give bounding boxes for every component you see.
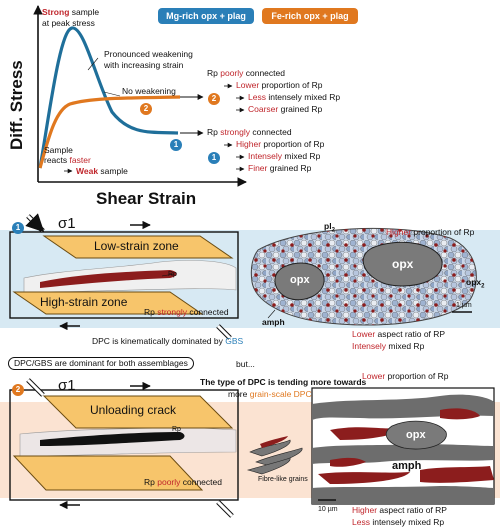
weakening-label-1: Pronounced weakening	[104, 49, 193, 59]
note-arrows	[64, 83, 245, 174]
panel2-rp-label: Rp	[172, 426, 181, 433]
fibre-like-grains	[246, 436, 303, 475]
weakening-label-2: with increasing strain	[104, 60, 184, 70]
no-weakening-label: No weakening	[122, 86, 176, 96]
but-label: but...	[236, 359, 255, 369]
panel2-badge: 2	[12, 384, 24, 396]
weakening-leader	[87, 57, 99, 71]
panel1-badge: 1	[12, 222, 24, 234]
y-axis-label: Diff. Stress	[7, 60, 26, 150]
panel1-sigma: σ1	[58, 215, 76, 232]
high-strain-block	[12, 291, 204, 315]
panel2-sample-box	[9, 389, 239, 501]
fe-note-4: Coarser grained Rp	[248, 104, 323, 114]
panel1-opx-large	[362, 241, 443, 287]
panel1-rp-label: Rp	[168, 271, 177, 278]
graph-badge-1: 1	[170, 139, 182, 151]
panel2-connected: Rp poorly connected	[144, 477, 222, 487]
panel2-higher-note: Higher aspect ratio of RP	[352, 505, 447, 515]
panel2-dpc-line2: more grain-scale DPC	[228, 389, 312, 399]
fibre-grains-label: Fibre-like grains	[258, 476, 308, 483]
panel1-rp-band	[40, 270, 177, 288]
fe-note-badge: 2	[208, 93, 220, 105]
panel1-sample-box	[9, 231, 239, 319]
legend-fe-rich: Fe-rich opx + plag	[262, 8, 358, 24]
panel1-higher-note: Higher proportion of Rp	[386, 227, 475, 237]
high-strain-label: High-strain zone	[40, 295, 128, 309]
low-strain-block	[42, 235, 234, 259]
panel1-dpc-note: DPC is kinematically dominated by GBS	[92, 336, 244, 346]
panel2-amph-label: amph	[392, 460, 422, 472]
x-axis-label: Shear Strain	[96, 189, 197, 208]
reacts-label-2: reacts faster	[44, 155, 91, 165]
upper-block	[42, 395, 234, 429]
scale-2-label: 10 µm	[318, 506, 338, 513]
panel1-opx-small	[274, 262, 325, 301]
panel1-amph-label: amph	[262, 317, 285, 327]
fe-note-3: Less intensely mixed Rp	[248, 92, 341, 102]
mg-note-4: Finer grained Rp	[248, 163, 312, 173]
graph-badge-2: 2	[140, 103, 152, 115]
mg-note-3: Intensely mixed Rp	[248, 151, 321, 161]
panel1-lower-note: Lower aspect ratio of RP	[352, 329, 446, 339]
panel2-opx-label: opx	[406, 429, 426, 441]
fe-rich-curve	[38, 95, 181, 169]
panel2-less-note: Less intensely mixed Rp	[352, 517, 445, 527]
weak-sample-label: Weak sample	[76, 166, 128, 176]
fe-note-1: Rp poorly connected	[207, 68, 285, 78]
pl2-label: pl2	[324, 221, 335, 234]
scale-1-label: 1 µm	[456, 302, 472, 309]
panel2-sigma: σ1	[58, 377, 76, 394]
peak-stress-label: at peak stress	[42, 18, 95, 28]
panel1-opx-small-label: opx	[290, 274, 310, 286]
stress-strain-graph	[33, 5, 247, 187]
panel2-lower-note: Lower proportion of Rp	[362, 371, 449, 381]
legend-mg-rich: Mg-rich opx + plag	[158, 8, 254, 24]
lower-block	[12, 455, 204, 491]
reacts-label-1: Sample	[44, 145, 73, 155]
low-strain-label: Low-strain zone	[94, 239, 179, 253]
panel1-intensely-note: Intensely mixed Rp	[352, 341, 425, 351]
panel2-micrograph-texture	[312, 394, 494, 504]
mg-note-1: Rp strongly connected	[207, 127, 292, 137]
fe-note-2: Lower proportion of Rp	[236, 80, 323, 90]
mg-note-2: Higher proportion of Rp	[236, 139, 325, 149]
mg-rich-curve	[38, 26, 179, 169]
strong-sample-label: Strong sample	[42, 7, 100, 17]
opx2-label: opx2	[466, 277, 485, 290]
panel2-dpc-line1: The type of DPC is tending more towards	[200, 377, 367, 387]
noweak-leader	[103, 91, 121, 97]
panel1-connected: Rp strongly connected	[144, 307, 229, 317]
mg-note-badge: 1	[208, 152, 220, 164]
unloading-crack-line	[40, 432, 185, 446]
unloading-crack-label: Unloading crack	[90, 403, 177, 417]
panel1-opx-large-label: opx	[392, 257, 414, 271]
assemblage-banner: DPC/GBS are dominant for both assemblage…	[8, 357, 194, 371]
